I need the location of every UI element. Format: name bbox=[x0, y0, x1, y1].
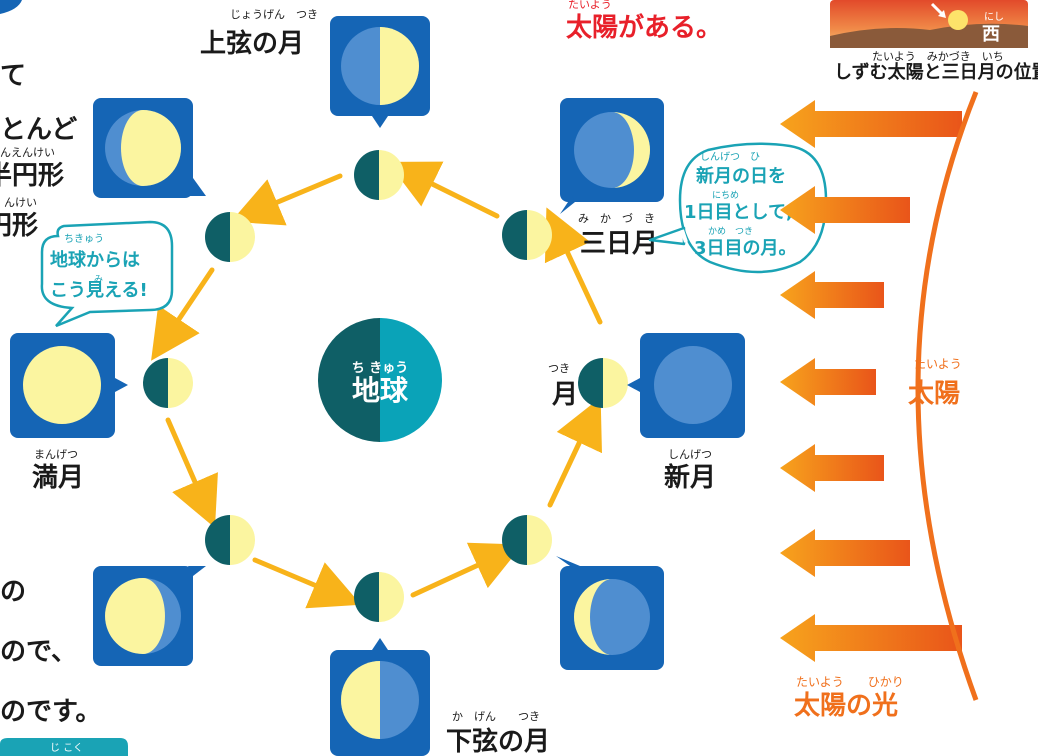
left-text-7: のです。 bbox=[0, 697, 101, 727]
panel-first-quarter bbox=[330, 16, 430, 128]
mangetsu-label: 満月 bbox=[32, 463, 84, 493]
left-text-2: とんど bbox=[0, 115, 77, 145]
bubble-new-line1: 新月の日を bbox=[696, 165, 786, 187]
orbit-arrow-7 bbox=[410, 542, 523, 598]
sunlight-label: 太陽の光 bbox=[794, 691, 898, 721]
mikazuki-ruby: み か づ き bbox=[578, 212, 655, 225]
sun-note-text: 太陽がある。 bbox=[566, 12, 722, 43]
bubble-earth-line1: 地球からは bbox=[50, 249, 140, 271]
mikazuki-label: 三日月 bbox=[580, 229, 658, 259]
orbit-moon-last-quarter bbox=[354, 572, 404, 622]
jougen-ruby: じょうげん つき bbox=[230, 8, 318, 21]
orbit-moon-crescent bbox=[502, 210, 552, 260]
bubble-new-ruby1: しんげつ ひ bbox=[700, 151, 760, 163]
orbit-arrow-8 bbox=[547, 397, 602, 508]
kagen-ruby: か げん つき bbox=[452, 710, 540, 723]
bubble-earth-ruby: ちきゅう bbox=[64, 233, 104, 245]
orbit-moon-full bbox=[143, 358, 193, 408]
shingetsu-ruby: しんげつ bbox=[668, 448, 712, 461]
panel-new bbox=[627, 333, 745, 438]
sunlight-arrow-6 bbox=[780, 529, 910, 577]
bubble-new-moon: しんげつ ひ 新月の日を にちめ 1日目として, かめ つき 3日目の月。 bbox=[648, 142, 828, 274]
sunlight-ruby: たいよう ひかり bbox=[796, 675, 904, 689]
left-text-3: 半円形 bbox=[0, 161, 64, 191]
orbit-arrow-2 bbox=[387, 161, 500, 219]
bubble-new-ruby3: かめ つき bbox=[708, 226, 753, 237]
sunlight-arrow-3 bbox=[780, 271, 884, 319]
sunset-image: にし 西 bbox=[830, 0, 1028, 48]
earth: ち きゅう 地球 bbox=[318, 318, 442, 442]
caption: しずむ太陽と三日月の位置 bbox=[834, 61, 1038, 83]
sun-ruby: たいよう bbox=[914, 357, 962, 371]
panel-crescent bbox=[560, 98, 664, 214]
bubble-new-line3: 3日目の月。 bbox=[694, 238, 797, 259]
bubble-earth-ruby2: み bbox=[94, 274, 103, 285]
left-text-1: て bbox=[0, 61, 26, 91]
orbit-arrows bbox=[151, 161, 603, 609]
left-ruby-4: んけい bbox=[4, 196, 37, 209]
bubble-earth-view: ちきゅう 地球からは み こう見える! bbox=[40, 220, 174, 328]
sun-label: 太陽 bbox=[908, 379, 960, 409]
left-ruby-3: んえんけい bbox=[0, 146, 55, 159]
left-text-6: ので、 bbox=[0, 637, 77, 667]
orbit-arrow-4 bbox=[151, 267, 215, 361]
sunlight-arrow-7 bbox=[780, 614, 962, 662]
kagen-label: 下弦の月 bbox=[446, 727, 550, 756]
orbit-moon-waning-crescent bbox=[502, 515, 552, 565]
orbit-arrow-1 bbox=[544, 207, 603, 325]
left-text-4: 円形 bbox=[0, 211, 38, 241]
caption-ruby: たいよう みかづき いち bbox=[872, 50, 1004, 63]
bubble-new-ruby2: にちめ bbox=[712, 190, 739, 201]
panel-waning-crescent bbox=[556, 556, 664, 670]
west-label: 西 bbox=[982, 24, 1000, 45]
orbit-arrow-3 bbox=[230, 173, 343, 226]
earth-label: 地球 bbox=[352, 374, 409, 407]
moon-marker-ruby: つき bbox=[548, 362, 570, 375]
mangetsu-ruby: まんげつ bbox=[34, 448, 78, 461]
sunlight-arrow-5 bbox=[780, 444, 884, 492]
orbit-moon-first-quarter bbox=[354, 150, 404, 200]
orbit-moon-waxing-gibbous bbox=[205, 212, 255, 262]
shingetsu-label: 新月 bbox=[664, 462, 716, 493]
sunlight-arrows bbox=[780, 100, 962, 662]
sun-arc bbox=[915, 91, 979, 701]
panel-waxing-gibbous bbox=[93, 98, 206, 198]
orbit-moons bbox=[143, 150, 628, 622]
bottom-tab-ruby: じ こく bbox=[50, 742, 83, 754]
jougen-label: 上弦の月 bbox=[200, 29, 304, 59]
left-text-5: の bbox=[0, 577, 26, 607]
bubble-earth-line2: こう見える! bbox=[50, 280, 148, 301]
panel-waning-gibbous bbox=[93, 566, 206, 666]
sunlight-arrow-1 bbox=[780, 100, 962, 148]
earth-ruby: ち きゅう bbox=[352, 361, 409, 376]
bottom-tab: じ こく bbox=[0, 738, 128, 756]
corner-fragment bbox=[0, 0, 22, 14]
orbit-moon-waning-gibbous bbox=[205, 515, 255, 565]
left-text-fragments: て とんど んえんけい 半円形 んけい 円形 の ので、 のです。 bbox=[0, 61, 101, 727]
panel-full bbox=[10, 333, 128, 438]
sun-note: たいよう 太陽がある。 bbox=[566, 0, 722, 43]
bubble-new-line2: 1日目として, bbox=[684, 202, 793, 223]
west-ruby: にし bbox=[984, 11, 1004, 23]
sunlight-arrow-2 bbox=[780, 186, 910, 234]
orbit-moon-new bbox=[578, 358, 628, 408]
panel-last-quarter bbox=[330, 638, 430, 756]
moon-marker-label: 月 bbox=[551, 380, 578, 410]
orbit-arrow-6 bbox=[252, 557, 362, 609]
sunlight-arrow-4 bbox=[780, 358, 876, 406]
sun-note-ruby: たいよう bbox=[568, 0, 612, 11]
orbit-arrow-5 bbox=[165, 417, 218, 528]
